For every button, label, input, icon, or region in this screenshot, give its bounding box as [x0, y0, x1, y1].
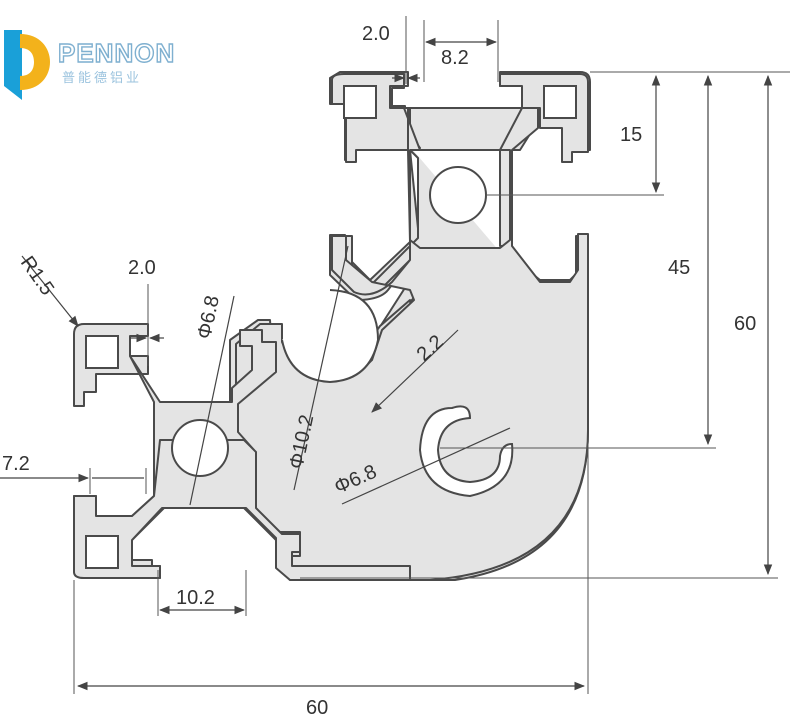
dimension-lines: [0, 16, 790, 694]
label-top-slot-wall: 2.0: [362, 23, 390, 45]
label-total-width: 60: [306, 697, 328, 719]
label-top-slot-width: 8.2: [441, 47, 469, 69]
brand-mark-icon: [4, 30, 50, 100]
label-side-offset: 7.2: [2, 453, 30, 475]
brand-name: PENNON: [58, 38, 175, 68]
brand-subtitle: 普能德铝业: [62, 71, 142, 86]
label-inner-height: 45: [668, 257, 690, 279]
upper-center-hole: [429, 166, 487, 224]
label-hole-small-dia: Φ6.8: [193, 294, 224, 341]
left-center-hole: [171, 419, 229, 477]
upper-right-cavity: [543, 85, 577, 119]
upper-left-cavity: [343, 85, 377, 119]
aluminum-profile: [73, 71, 591, 581]
label-bottom-slot-width: 10.2: [176, 587, 215, 609]
left-top-cavity: [85, 335, 119, 369]
label-left-slot-wall: 2.0: [128, 257, 156, 279]
label-hole-to-top: 15: [620, 124, 642, 146]
label-total-height: 60: [734, 313, 756, 335]
left-bottom-cavity: [85, 535, 119, 569]
bottom-flange: [73, 439, 411, 581]
large-groove: [281, 289, 380, 384]
brand-logo: PENNON 普能德铝业: [4, 30, 175, 100]
